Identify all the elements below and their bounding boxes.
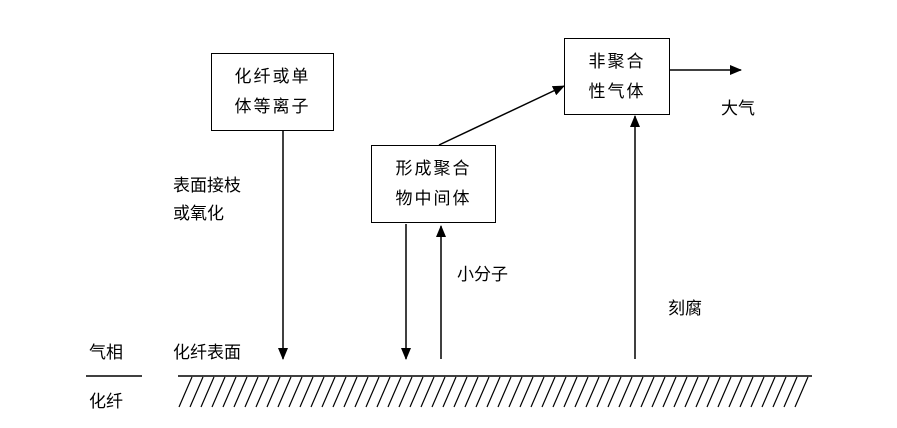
hatch-stroke [222,376,237,408]
label-gas-phase: 气相 [89,343,123,363]
hatch-stroke [772,376,787,408]
fiber-surface-hatching [178,376,809,408]
hatch-stroke [453,376,468,408]
hatch-stroke [607,376,622,408]
hatch-stroke [761,376,776,408]
hatch-stroke [475,376,490,408]
hatch-stroke [739,376,754,408]
hatch-stroke [299,376,314,408]
hatch-stroke [266,376,281,408]
hatch-stroke [706,376,721,408]
hatch-stroke [497,376,512,408]
arrow-intermediate-to-gas [438,85,565,146]
label-small-molecule: 小分子 [457,265,508,285]
hatch-stroke [321,376,336,408]
label-atmosphere: 大气 [721,99,755,119]
hatch-stroke [486,376,501,408]
hatch-stroke [596,376,611,408]
hatch-stroke [178,376,193,408]
hatch-stroke [717,376,732,408]
hatch-stroke [563,376,578,408]
hatch-stroke [552,376,567,408]
hatch-stroke [464,376,479,408]
label-surface-graft-line1: 表面接枝 [173,176,241,196]
hatch-stroke [695,376,710,408]
hatch-stroke [255,376,270,408]
hatch-stroke [288,376,303,408]
hatch-stroke [420,376,435,408]
box-monomer-ions-line2: 体等离子 [234,97,311,117]
hatch-stroke [211,376,226,408]
box-polymer-intermediate-line2: 物中间体 [395,189,472,209]
hatch-stroke [530,376,545,408]
hatch-stroke [519,376,534,408]
hatch-stroke [398,376,413,408]
hatch-stroke [541,376,556,408]
hatch-stroke [574,376,589,408]
hatch-stroke [189,376,204,408]
label-etching: 刻腐 [668,299,702,319]
hatch-stroke [277,376,292,408]
box-non-polymer-gas-line1: 非聚合 [588,51,646,72]
hatch-stroke [640,376,655,408]
hatch-stroke [750,376,765,408]
box-monomer-ions-line1: 化纤或单 [234,67,311,87]
hatch-stroke [310,376,325,408]
hatch-stroke [783,376,798,408]
label-fiber-surface: 化纤表面 [173,343,241,363]
hatch-stroke [354,376,369,408]
hatch-stroke [200,376,215,408]
hatch-stroke [651,376,666,408]
hatch-stroke [508,376,523,408]
hatch-stroke [794,376,809,408]
box-polymer-intermediate: 形成聚合 物中间体 [371,145,496,223]
box-polymer-intermediate-line1: 形成聚合 [395,159,472,179]
hatch-stroke [343,376,358,408]
box-non-polymer-gas-line2: 性气体 [588,81,646,102]
hatch-stroke [244,376,259,408]
hatch-stroke [233,376,248,408]
hatch-stroke [684,376,699,408]
hatch-stroke [673,376,688,408]
hatch-stroke [431,376,446,408]
box-monomer-ions: 化纤或单 体等离子 [211,53,334,131]
hatch-stroke [387,376,402,408]
hatch-stroke [728,376,743,408]
hatch-stroke [618,376,633,408]
label-surface-graft-line2: 或氧化 [173,204,224,224]
hatch-stroke [376,376,391,408]
box-non-polymer-gas: 非聚合 性气体 [564,38,670,115]
hatch-stroke [662,376,677,408]
hatch-stroke [629,376,644,408]
hatch-stroke [409,376,424,408]
hatch-stroke [365,376,380,408]
hatch-stroke [442,376,457,408]
label-fiber-phase: 化纤 [89,392,123,412]
hatch-stroke [585,376,600,408]
hatch-stroke [332,376,347,408]
